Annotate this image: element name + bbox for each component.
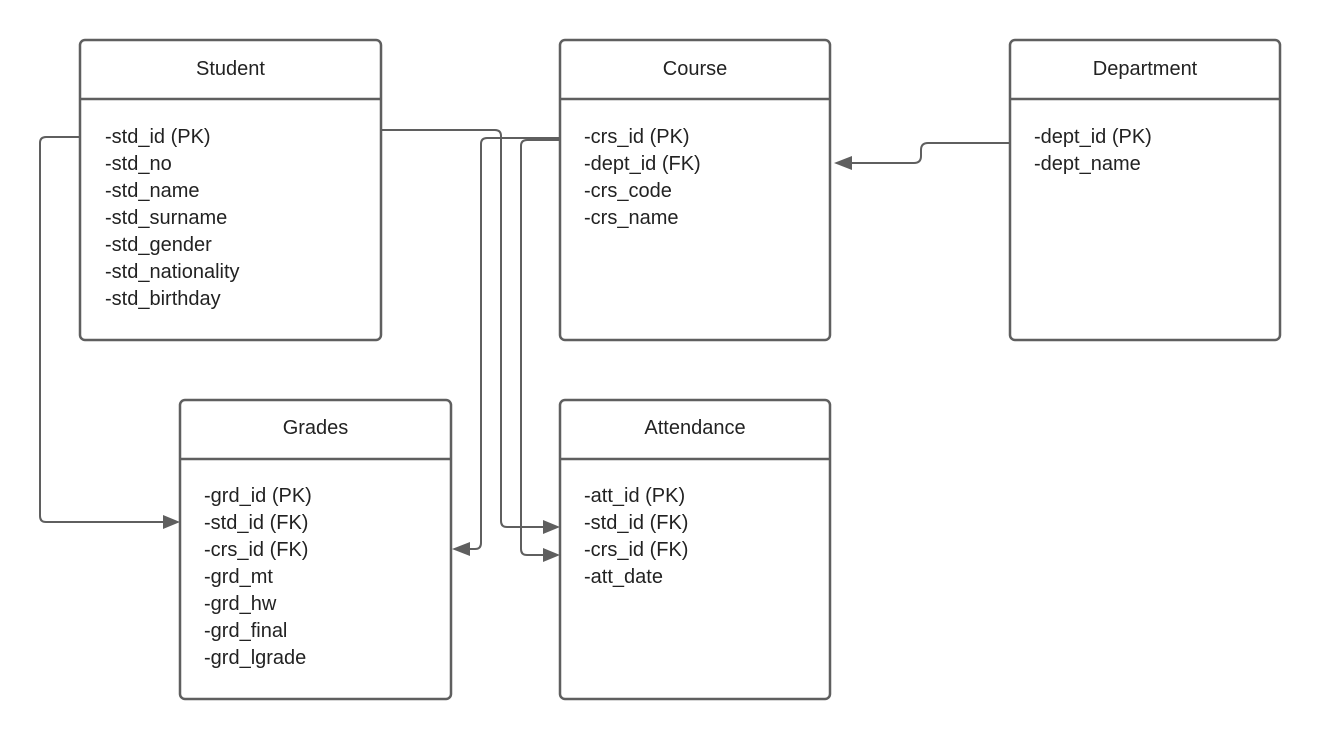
entity-grades[interactable]: Grades -grd_id (PK) -std_id (FK) -crs_id… bbox=[178, 398, 453, 701]
attribute: -dept_id (FK) bbox=[584, 153, 701, 175]
entity-box bbox=[558, 38, 832, 342]
attribute: -dept_name bbox=[1034, 153, 1141, 175]
attribute: -std_gender bbox=[105, 234, 212, 256]
attribute: -crs_id (PK) bbox=[584, 126, 690, 148]
connector-course-attendance[interactable] bbox=[520, 139, 560, 556]
attribute: -grd_hw bbox=[204, 593, 277, 615]
attribute: -std_birthday bbox=[105, 288, 221, 310]
attribute: -crs_code bbox=[584, 180, 672, 202]
attribute: -std_name bbox=[105, 180, 200, 202]
entity-title: Attendance bbox=[644, 417, 745, 439]
entity-student[interactable]: Student -std_id (PK) -std_no -std_name -… bbox=[78, 38, 383, 342]
attribute: -std_nationality bbox=[105, 261, 240, 283]
attribute: -att_id (PK) bbox=[584, 485, 685, 507]
attribute: -grd_final bbox=[204, 620, 287, 642]
entity-box bbox=[1008, 38, 1282, 342]
connector-course-grades[interactable] bbox=[470, 137, 560, 550]
arrowhead-course-dept bbox=[834, 156, 852, 170]
attribute: -std_surname bbox=[105, 207, 227, 229]
attribute: -std_no bbox=[105, 153, 172, 175]
attribute: -grd_lgrade bbox=[204, 647, 306, 669]
entity-title: Student bbox=[196, 58, 265, 80]
attribute: -std_id (PK) bbox=[105, 126, 211, 148]
entity-title: Course bbox=[663, 58, 727, 80]
attribute: -std_id (FK) bbox=[204, 512, 308, 534]
connectors bbox=[39, 129, 1010, 562]
attribute: -att_date bbox=[584, 566, 663, 588]
entity-box bbox=[178, 398, 453, 701]
entity-course[interactable]: Course -crs_id (PK) -dept_id (FK) -crs_c… bbox=[558, 38, 832, 342]
entity-title: Grades bbox=[283, 417, 349, 439]
attribute: -grd_id (PK) bbox=[204, 485, 312, 507]
arrowhead-attendance-crs bbox=[543, 548, 560, 562]
attribute: -crs_id (FK) bbox=[204, 539, 308, 561]
arrowhead-grades-std bbox=[163, 515, 180, 529]
connector-student-grades[interactable] bbox=[39, 136, 163, 523]
attribute: -grd_mt bbox=[204, 566, 273, 588]
entity-department[interactable]: Department -dept_id (PK) -dept_name bbox=[1008, 38, 1282, 342]
entity-title: Department bbox=[1093, 58, 1198, 80]
attribute: -std_id (FK) bbox=[584, 512, 688, 534]
attribute: -crs_name bbox=[584, 207, 678, 229]
entity-attendance[interactable]: Attendance -att_id (PK) -std_id (FK) -cr… bbox=[558, 398, 832, 701]
arrowhead-attendance-std bbox=[543, 520, 560, 534]
connector-student-attendance[interactable] bbox=[382, 129, 543, 528]
connector-department-course[interactable] bbox=[852, 142, 1010, 164]
attribute: -crs_id (FK) bbox=[584, 539, 688, 561]
entity-box bbox=[558, 398, 832, 701]
entity-box bbox=[78, 38, 383, 342]
arrowhead-grades-crs bbox=[452, 542, 470, 556]
attribute: -dept_id (PK) bbox=[1034, 126, 1152, 148]
